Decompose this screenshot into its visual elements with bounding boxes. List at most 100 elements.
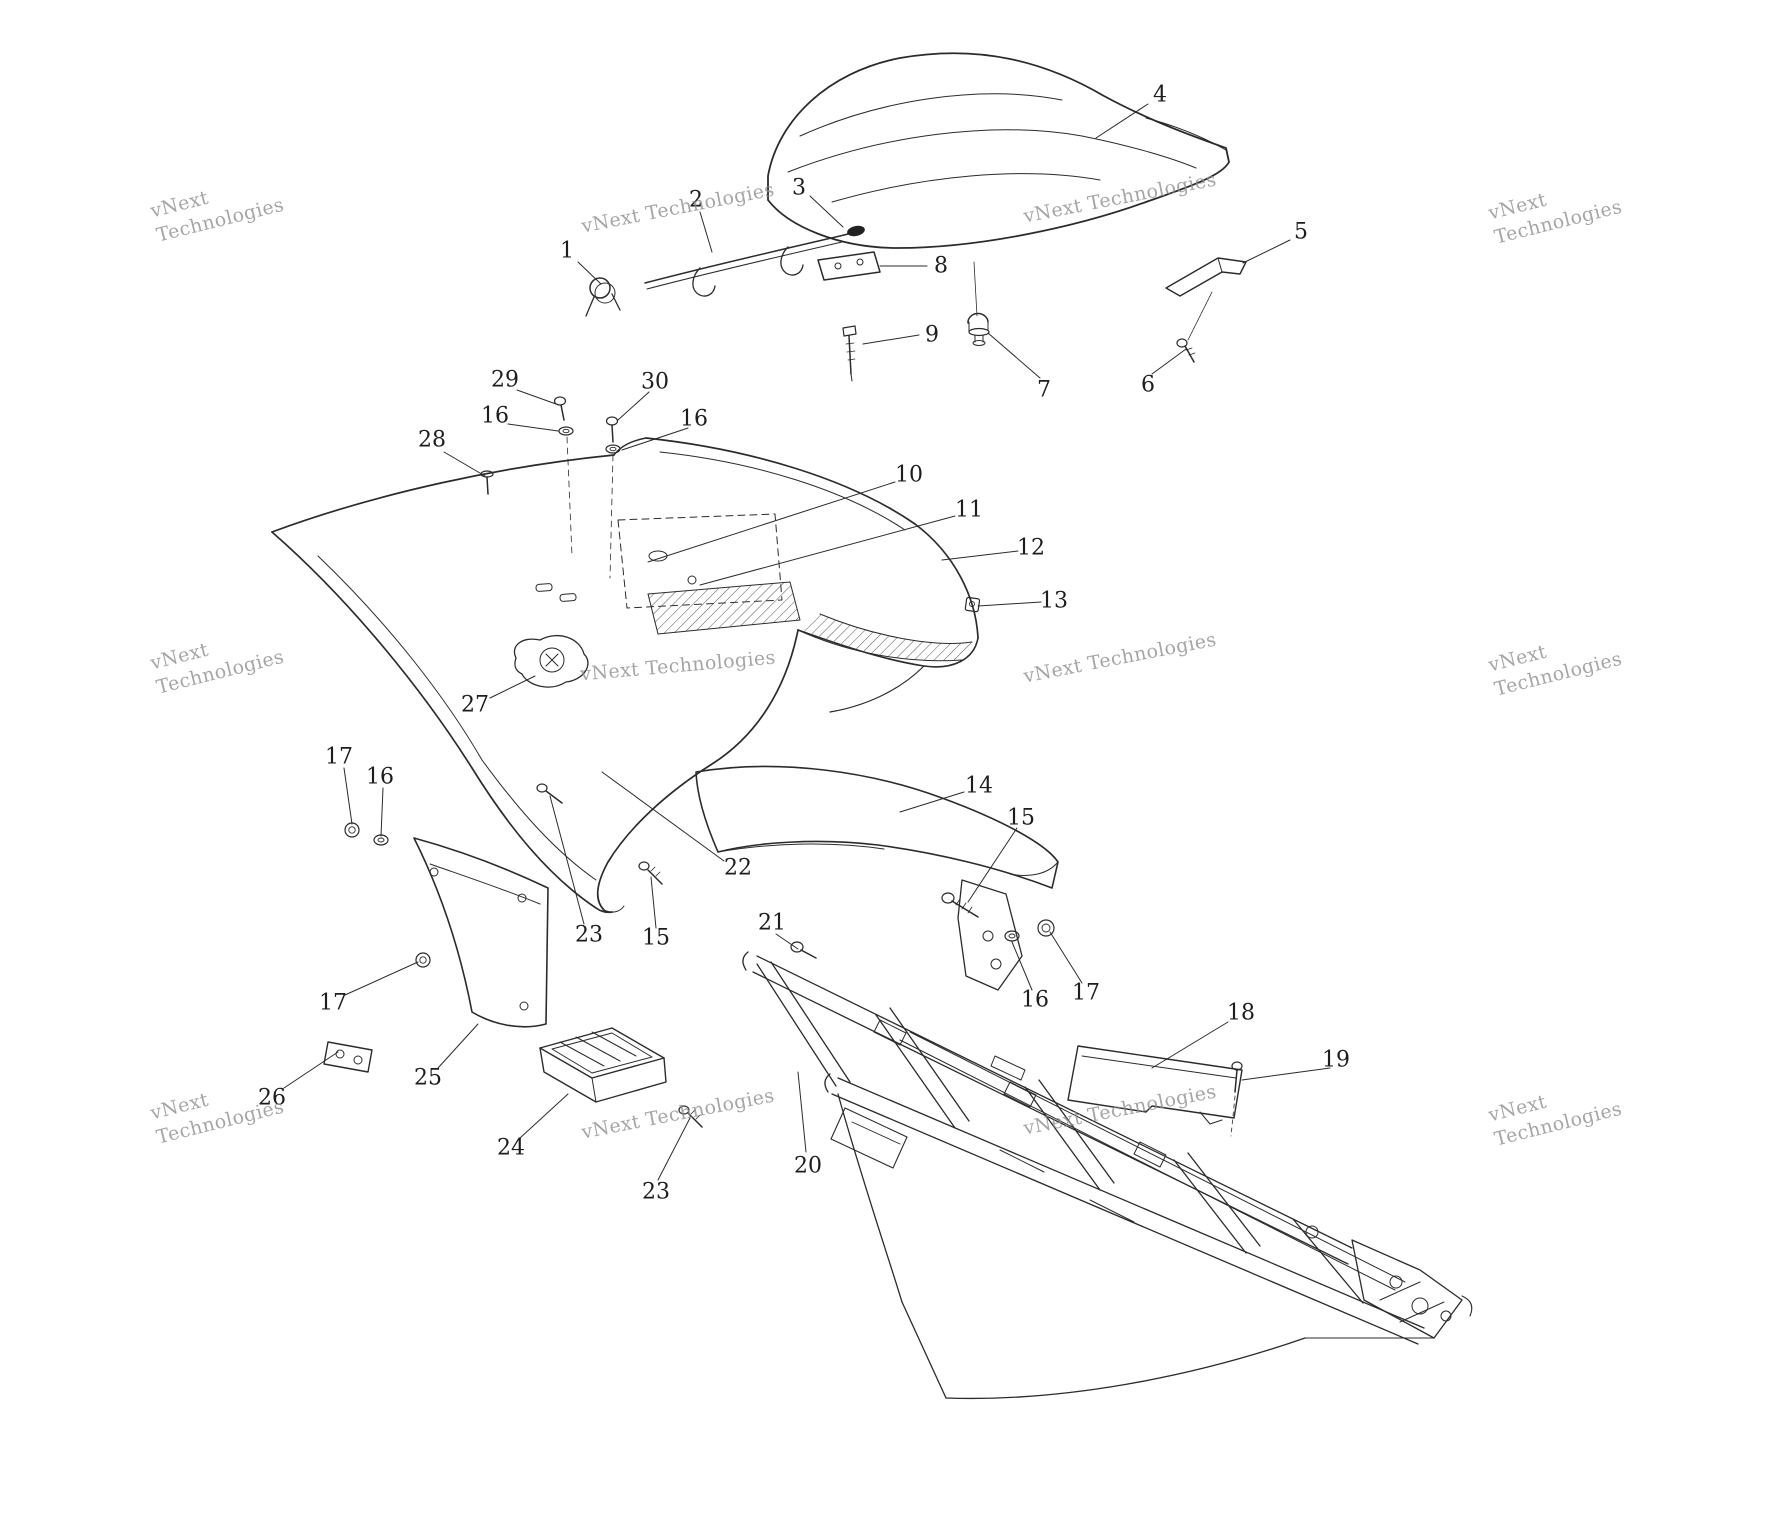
part-callout: 25 xyxy=(414,1066,442,1091)
part-callout-label: 15 xyxy=(642,925,670,951)
leader-lines xyxy=(283,103,1331,1181)
part-callout: 16 xyxy=(366,765,394,790)
rear-cab-body xyxy=(271,437,979,914)
latch-plate xyxy=(817,251,881,281)
part-callout: 28 xyxy=(418,428,446,453)
part-callout: 21 xyxy=(758,911,786,936)
part-callout-label: 7 xyxy=(1037,377,1051,403)
part-callout: 14 xyxy=(965,774,993,799)
part-callout-label: 18 xyxy=(1227,1000,1255,1026)
assembly-axis-line xyxy=(609,454,614,579)
part-callout: 27 xyxy=(461,693,489,718)
deck-pad xyxy=(647,581,801,635)
side-panel xyxy=(695,765,1059,991)
part-callout-label: 11 xyxy=(955,497,983,523)
screw-30 xyxy=(605,416,619,443)
part-callout-label: 22 xyxy=(724,855,752,881)
bolt-15 xyxy=(941,892,979,918)
washer-16-right xyxy=(1004,930,1020,942)
mounting-bracket xyxy=(323,1041,373,1073)
part-callout: 24 xyxy=(497,1136,525,1161)
screw-23-lower xyxy=(678,1105,703,1128)
screw-23-upper xyxy=(536,783,563,804)
heat-shield xyxy=(1067,1045,1243,1125)
spring xyxy=(585,277,621,317)
part-callout: 1 xyxy=(560,239,574,264)
bolt-19 xyxy=(1230,1061,1243,1137)
part-callout-label: 16 xyxy=(366,764,394,790)
part-callout: 26 xyxy=(258,1086,286,1111)
part-callout: 23 xyxy=(575,923,603,948)
part-callout-label: 23 xyxy=(575,922,603,948)
seat-latch-rod xyxy=(644,225,865,297)
part-callout-label: 13 xyxy=(1040,588,1068,614)
part-callout-label: 16 xyxy=(1021,987,1049,1013)
part-callout: 8 xyxy=(934,254,948,279)
part-callout: 15 xyxy=(642,926,670,951)
tool-tray xyxy=(539,1027,667,1103)
frame-assembly xyxy=(742,951,1473,1400)
part-callout: 11 xyxy=(955,498,983,523)
part-callout-label: 2 xyxy=(689,187,703,213)
bolt-21 xyxy=(790,941,817,959)
bolt-9 xyxy=(842,325,857,382)
part-callout-label: 9 xyxy=(925,322,939,348)
part-callout-label: 15 xyxy=(1007,805,1035,831)
part-callout-label: 8 xyxy=(934,253,948,279)
assembly-axis-line xyxy=(566,436,573,557)
part-callout-label: 4 xyxy=(1153,82,1167,108)
part-callout-label: 25 xyxy=(414,1065,442,1091)
part-callout-label: 12 xyxy=(1017,535,1045,561)
part-callout-label: 28 xyxy=(418,427,446,453)
part-callout: 29 xyxy=(491,368,519,393)
washer-16-left xyxy=(373,834,389,846)
part-callout: 5 xyxy=(1294,220,1308,245)
part-callout-label: 17 xyxy=(319,990,347,1016)
bumper xyxy=(967,261,990,346)
part-callout: 17 xyxy=(319,991,347,1016)
nut-17-right xyxy=(1037,919,1055,937)
part-callout: 19 xyxy=(1322,1048,1350,1073)
part-callout-label: 3 xyxy=(792,175,806,201)
part-callout: 20 xyxy=(794,1154,822,1179)
fender-flare-hatch xyxy=(798,614,972,661)
part-callout: 16 xyxy=(481,404,509,429)
part-callout-label: 10 xyxy=(895,462,923,488)
seat xyxy=(767,52,1230,249)
part-callout-label: 30 xyxy=(641,369,669,395)
rod-end-cap xyxy=(847,225,865,237)
part-callout-label: 5 xyxy=(1294,219,1308,245)
part-callout: 22 xyxy=(724,856,752,881)
part-callout: 6 xyxy=(1141,373,1155,398)
nut-17-lower-left xyxy=(415,952,431,968)
screw-6 xyxy=(1176,291,1213,363)
nut-17-upper-left xyxy=(344,822,360,838)
washer-16-top-left xyxy=(558,426,574,436)
part-callout-label: 17 xyxy=(1072,980,1100,1006)
part-callout: 10 xyxy=(895,463,923,488)
part-callout-label: 6 xyxy=(1141,372,1155,398)
part-callout-label: 14 xyxy=(965,773,993,799)
part-callout: 16 xyxy=(1021,988,1049,1013)
part-callout: 15 xyxy=(1007,806,1035,831)
screw-15-lower xyxy=(638,861,663,885)
fuel-cap xyxy=(513,635,589,688)
part-callout-label: 1 xyxy=(560,238,574,264)
part-callout-label: 27 xyxy=(461,692,489,718)
part-callout: 12 xyxy=(1017,536,1045,561)
part-callout-label: 26 xyxy=(258,1085,286,1111)
part-callout: 2 xyxy=(689,188,703,213)
screw-29 xyxy=(553,396,567,421)
part-callout: 17 xyxy=(1072,981,1100,1006)
part-callout-label: 29 xyxy=(491,367,519,393)
part-callout-label: 19 xyxy=(1322,1047,1350,1073)
part-callout-label: 17 xyxy=(325,744,353,770)
washer-16-top-right xyxy=(605,444,621,454)
part-callout: 7 xyxy=(1037,378,1051,403)
part-callout: 9 xyxy=(925,323,939,348)
part-callout: 17 xyxy=(325,745,353,770)
part-callout: 30 xyxy=(641,370,669,395)
mud-flap xyxy=(413,837,549,1028)
part-callout-label: 21 xyxy=(758,910,786,936)
